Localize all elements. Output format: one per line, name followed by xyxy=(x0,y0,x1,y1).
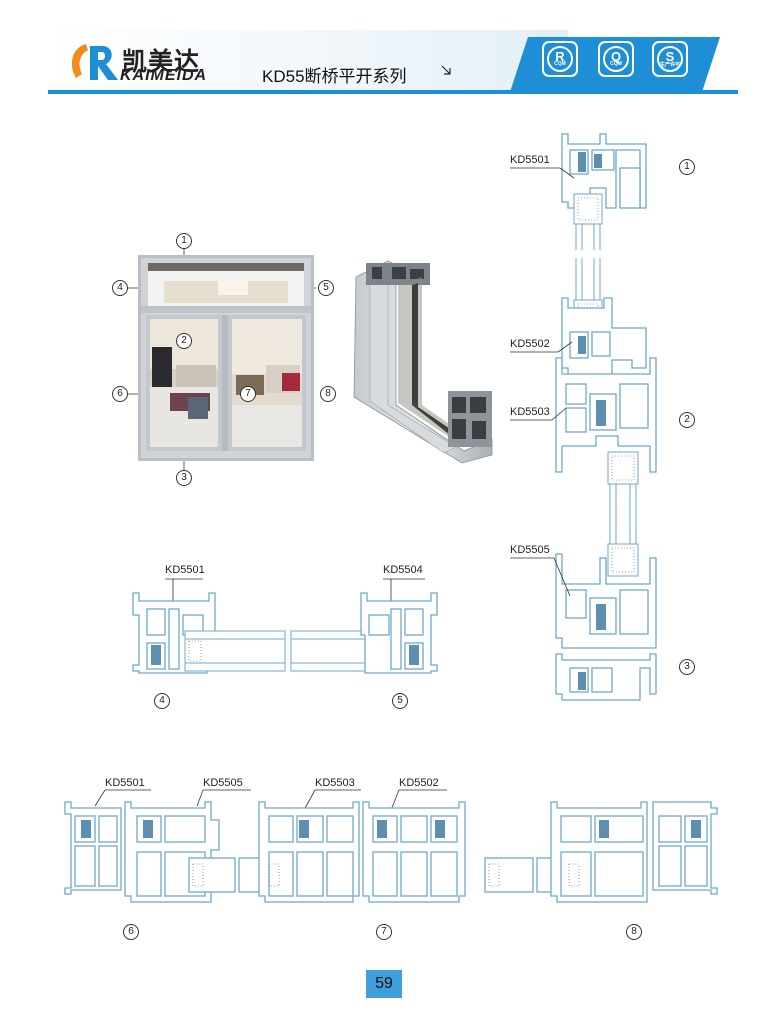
arrow-down-right-icon xyxy=(441,65,451,75)
label-kd5501-bottom: KD5501 xyxy=(105,777,145,789)
callout-5: 5 xyxy=(318,280,334,296)
section-marker-1: 1 xyxy=(679,159,695,175)
vertical-section-drawing xyxy=(510,133,657,701)
window-elevation-figure xyxy=(126,247,316,471)
horizontal-section-4-5-drawing xyxy=(132,578,438,674)
label-kd5503-right: KD5503 xyxy=(510,406,550,418)
callout-8: 8 xyxy=(320,386,336,402)
section-marker-3: 3 xyxy=(679,659,695,675)
callout-3: 3 xyxy=(176,470,192,486)
label-kd5501-mid: KD5501 xyxy=(165,564,205,576)
brand-name-chinese: 凯美达 xyxy=(122,48,201,76)
section-marker-5: 5 xyxy=(392,693,408,709)
section-marker-7: 7 xyxy=(376,924,392,940)
callout-7: 7 xyxy=(240,386,256,402)
section-marker-6: 6 xyxy=(123,924,139,940)
kaimeida-logo-icon xyxy=(71,44,118,80)
callout-2: 2 xyxy=(176,333,192,349)
section-marker-2: 2 xyxy=(679,412,695,428)
brand-name-english: KAIMEIDA xyxy=(120,67,208,84)
horizontal-section-6-7-8-drawing xyxy=(64,789,718,903)
label-kd5505-bottom: KD5505 xyxy=(203,777,243,789)
label-kd5502-bottom: KD5502 xyxy=(399,777,439,789)
label-kd5505-right: KD5505 xyxy=(510,544,550,556)
section-marker-4: 4 xyxy=(154,693,170,709)
label-kd5504-mid: KD5504 xyxy=(383,564,423,576)
label-kd5501-right: KD5501 xyxy=(510,154,550,166)
callout-1: 1 xyxy=(176,233,192,249)
label-kd5502-right: KD5502 xyxy=(510,338,550,350)
section-marker-8: 8 xyxy=(626,924,642,940)
profile-3d-render xyxy=(353,260,493,464)
label-kd5503-bottom: KD5503 xyxy=(315,777,355,789)
callout-4: 4 xyxy=(112,280,128,296)
page-number: 59 xyxy=(366,970,402,998)
callout-6: 6 xyxy=(112,386,128,402)
series-title: KD55断桥平开系列 xyxy=(262,67,407,86)
